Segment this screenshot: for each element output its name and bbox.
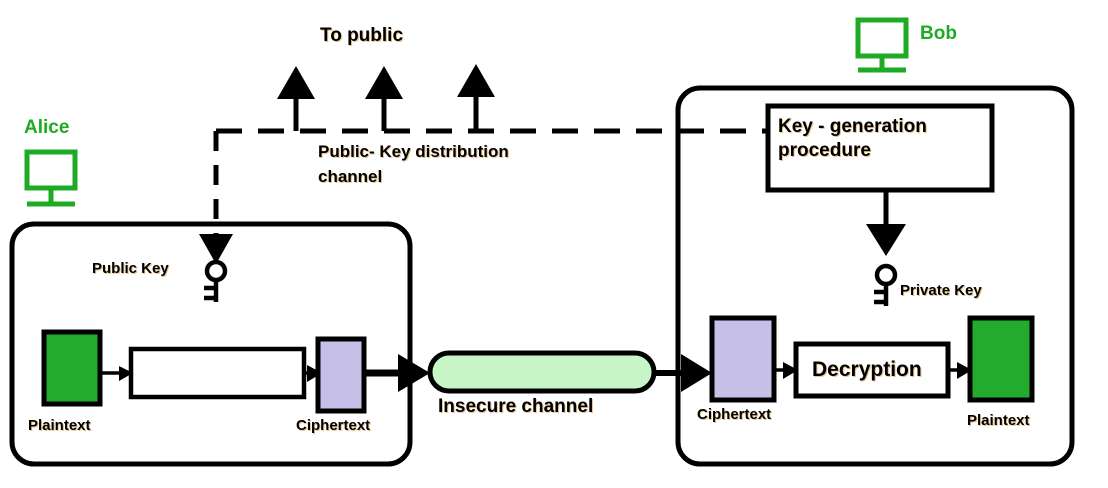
alice-arrow-plaintext-to-encryption xyxy=(102,366,133,381)
key-generation-label-line2: procedure xyxy=(778,140,871,161)
bob-arrow-decryption-to-plaintext xyxy=(948,362,972,379)
alice-arrow-to-channel xyxy=(364,354,430,392)
bob-computer-monitor-icon xyxy=(855,17,909,73)
bob-decryption-label: Decryption xyxy=(812,358,922,381)
alice-plaintext-block xyxy=(41,329,103,407)
bob-ciphertext-label: Ciphertext xyxy=(697,406,772,423)
alice-container xyxy=(9,221,413,467)
bob-actor-label: Bob xyxy=(920,23,957,44)
alice-public-key-label: Public Key xyxy=(92,260,169,277)
alice-arrow-encryption-to-ciphertext xyxy=(304,365,322,382)
bob-plaintext-block xyxy=(967,315,1035,403)
public-key-distribution-label-line2: channel xyxy=(318,167,383,186)
to-public-arrow-1 xyxy=(277,66,315,131)
to-public-arrow-2 xyxy=(365,66,403,131)
keygen-to-private-key-arrow xyxy=(866,190,906,256)
alice-computer-monitor-icon xyxy=(24,149,78,207)
public-key-distribution-label-line1: Public- Key distribution xyxy=(318,142,509,161)
insecure-channel-label: Insecure channel xyxy=(438,396,594,417)
bob-plaintext-label: Plaintext xyxy=(967,412,1030,429)
alice-ciphertext-block xyxy=(315,336,367,414)
to-public-label: To public xyxy=(320,25,404,46)
key-generation-box xyxy=(765,103,995,193)
bob-private-key-icon xyxy=(874,263,898,306)
alice-plaintext-label: Plaintext xyxy=(28,417,91,434)
public-key-arrowhead xyxy=(199,234,233,264)
to-public-arrow-3 xyxy=(457,64,495,131)
public-key-delivery-arrow xyxy=(199,131,233,264)
bob-private-key-label: Private Key xyxy=(900,282,982,299)
alice-encryption-box xyxy=(128,346,307,400)
alice-actor-label: Alice xyxy=(24,117,70,138)
channel-arrow-to-bob xyxy=(654,354,712,392)
public-key-distribution-channel xyxy=(199,64,800,264)
key-generation-label-line1: Key - generation xyxy=(778,116,927,137)
alice-public-key-icon xyxy=(204,259,228,302)
insecure-channel-pipe xyxy=(427,350,657,394)
bob-arrow-ciphertext-to-decryption xyxy=(774,362,798,379)
alice-ciphertext-label: Ciphertext xyxy=(296,417,371,434)
bob-container xyxy=(675,85,1075,467)
bob-ciphertext-block xyxy=(709,315,777,403)
